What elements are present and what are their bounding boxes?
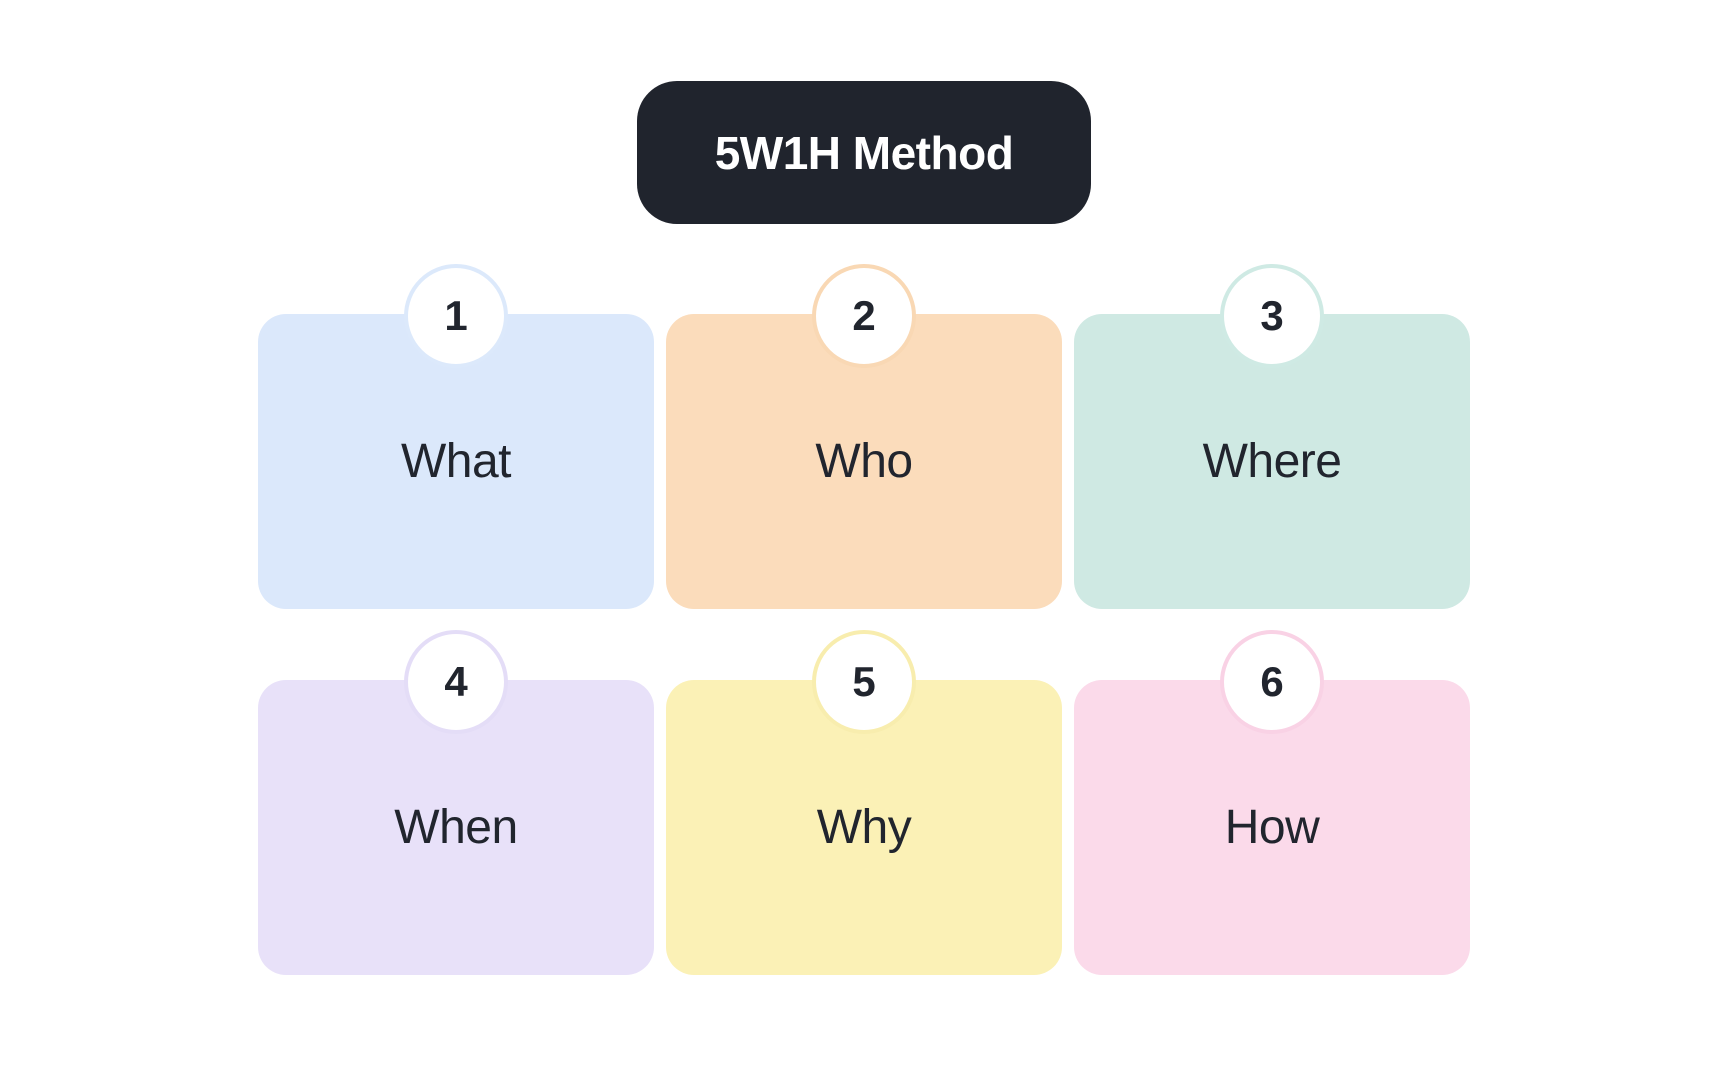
card-label: Why: [816, 801, 912, 854]
card-label: When: [394, 801, 518, 854]
card-number: 5: [852, 658, 876, 705]
title-badge: 5W1H Method: [637, 81, 1091, 224]
number-badge-1: 1: [404, 264, 508, 368]
number-badge-5: 5: [812, 630, 916, 734]
card-label: How: [1224, 801, 1320, 854]
card-when: 4 When: [258, 630, 654, 975]
card-label: What: [400, 435, 512, 488]
card-number: 4: [444, 658, 468, 705]
card-number: 3: [1260, 292, 1284, 339]
card-label: Where: [1202, 435, 1342, 488]
card-number: 6: [1260, 658, 1284, 705]
diagram-title: 5W1H Method: [714, 126, 1014, 179]
number-badge-2: 2: [812, 264, 916, 368]
number-badge-4: 4: [404, 630, 508, 734]
card-where: 3 Where: [1074, 264, 1470, 609]
card-label: Who: [815, 435, 913, 488]
card-why: 5 Why: [666, 630, 1062, 975]
card-who: 2 Who: [666, 264, 1062, 609]
card-number: 1: [444, 292, 468, 339]
card-what: 1 What: [258, 264, 654, 609]
number-badge-6: 6: [1220, 630, 1324, 734]
number-badge-3: 3: [1220, 264, 1324, 368]
card-number: 2: [852, 292, 876, 339]
card-how: 6 How: [1074, 630, 1470, 975]
cards-grid: 1 What 2 Who 3 Where 4 When 5 W: [258, 264, 1470, 975]
